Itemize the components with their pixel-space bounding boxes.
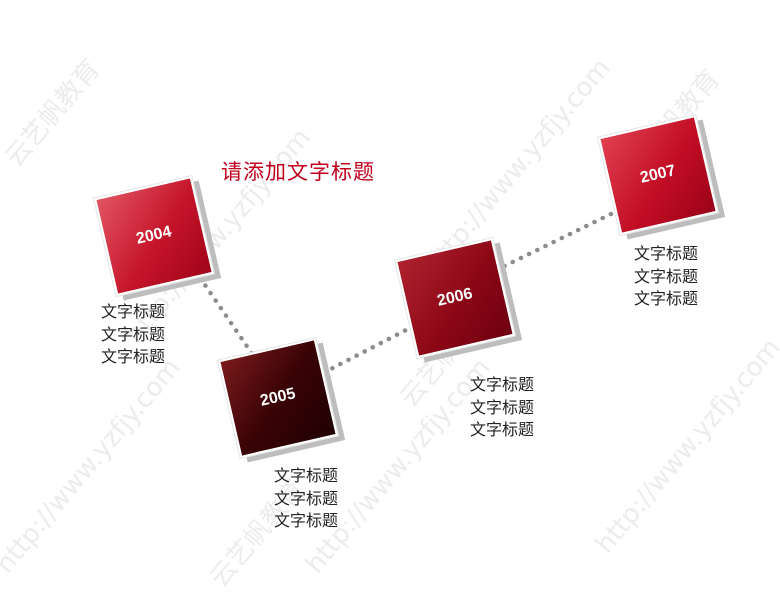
text-title: 文字标题 (101, 347, 166, 366)
text-list-2006: 文字标题 文字标题 文字标题 (470, 374, 534, 442)
year-card-2006: 2006 (395, 238, 523, 363)
year-card-2005: 2005 (218, 338, 346, 463)
year-card-2007: 2007 (598, 115, 726, 240)
text-title: 文字标题 (470, 375, 535, 394)
text-title: 文字标题 (634, 266, 699, 286)
text-title: 文字标题 (274, 466, 339, 485)
text-title: 文字标题 (634, 289, 699, 308)
text-title: 文字标题 (470, 397, 535, 417)
text-title: 文字标题 (634, 244, 699, 263)
text-list-2004: 文字标题 文字标题 文字标题 (101, 301, 165, 369)
year-card-2004: 2004 (94, 176, 222, 301)
text-title: 文字标题 (470, 420, 535, 439)
text-title: 文字标题 (274, 511, 339, 530)
text-title: 文字标题 (101, 324, 166, 344)
connector-2006-2007 (477, 187, 663, 281)
text-title: 文字标题 (101, 302, 166, 321)
text-list-2005: 文字标题 文字标题 文字标题 (274, 465, 338, 533)
text-title: 文字标题 (274, 488, 339, 508)
text-list-2007: 文字标题 文字标题 文字标题 (634, 243, 698, 311)
page-title: 请添加文字标题 (221, 160, 375, 184)
